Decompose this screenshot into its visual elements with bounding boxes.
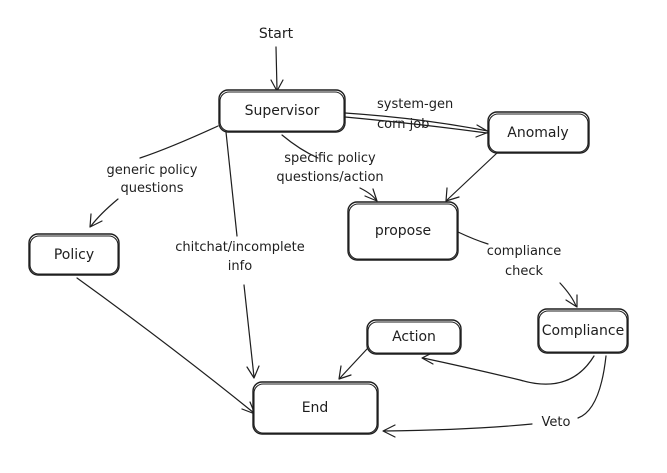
node-compliance-label: Compliance — [542, 323, 624, 339]
label-generic-line1: generic policy — [107, 163, 198, 178]
node-supervisor: Supervisor — [218, 89, 346, 133]
edge-compliance-to-action — [421, 351, 595, 385]
label-generic-line2: questions — [121, 181, 184, 196]
label-chitchat-line1: chitchat/incomplete — [175, 240, 305, 255]
label-compliance-check-line2: check — [505, 264, 544, 279]
label-veto-text: Veto — [542, 415, 571, 430]
node-action: Action — [366, 319, 462, 355]
label-specific-policy: specific policy questions/action — [276, 151, 383, 185]
node-supervisor-label: Supervisor — [245, 103, 320, 119]
node-action-label: Action — [392, 329, 436, 345]
node-propose-label: propose — [375, 223, 431, 239]
edge-start-to-supervisor — [270, 46, 284, 92]
node-policy: Policy — [28, 233, 120, 276]
node-compliance: Compliance — [537, 308, 629, 354]
edge-supervisor-to-policy — [89, 125, 219, 228]
label-compliance-check-line1: compliance — [487, 244, 562, 259]
label-veto: Veto — [542, 415, 571, 430]
edge-supervisor-to-end — [225, 131, 260, 379]
label-chitchat-line2: info — [228, 259, 252, 274]
label-chitchat: chitchat/incomplete info — [175, 240, 305, 274]
node-end-label: End — [302, 400, 329, 416]
node-propose: propose — [347, 201, 459, 261]
edge-policy-to-end — [76, 277, 256, 415]
label-generic-policy: generic policy questions — [107, 163, 198, 196]
label-specific-line2: questions/action — [276, 170, 383, 185]
node-start: Start — [259, 26, 294, 42]
node-anomaly: Anomaly — [487, 111, 590, 154]
node-start-label: Start — [259, 26, 294, 42]
label-system-gen: system-gen corn job — [377, 97, 453, 132]
label-system-gen-line2: corn job — [377, 117, 429, 132]
edge-compliance-to-end-veto — [382, 355, 607, 438]
edge-supervisor-to-propose — [281, 134, 378, 202]
edge-anomaly-to-propose — [445, 152, 498, 202]
node-policy-label: Policy — [54, 247, 94, 263]
edge-action-to-end — [338, 348, 368, 380]
label-system-gen-line1: system-gen — [377, 97, 453, 112]
edge-propose-to-compliance — [457, 231, 578, 308]
label-specific-line1: specific policy — [284, 151, 376, 166]
node-end: End — [252, 381, 379, 435]
node-anomaly-label: Anomaly — [507, 125, 568, 141]
label-compliance-check: compliance check — [487, 244, 562, 279]
